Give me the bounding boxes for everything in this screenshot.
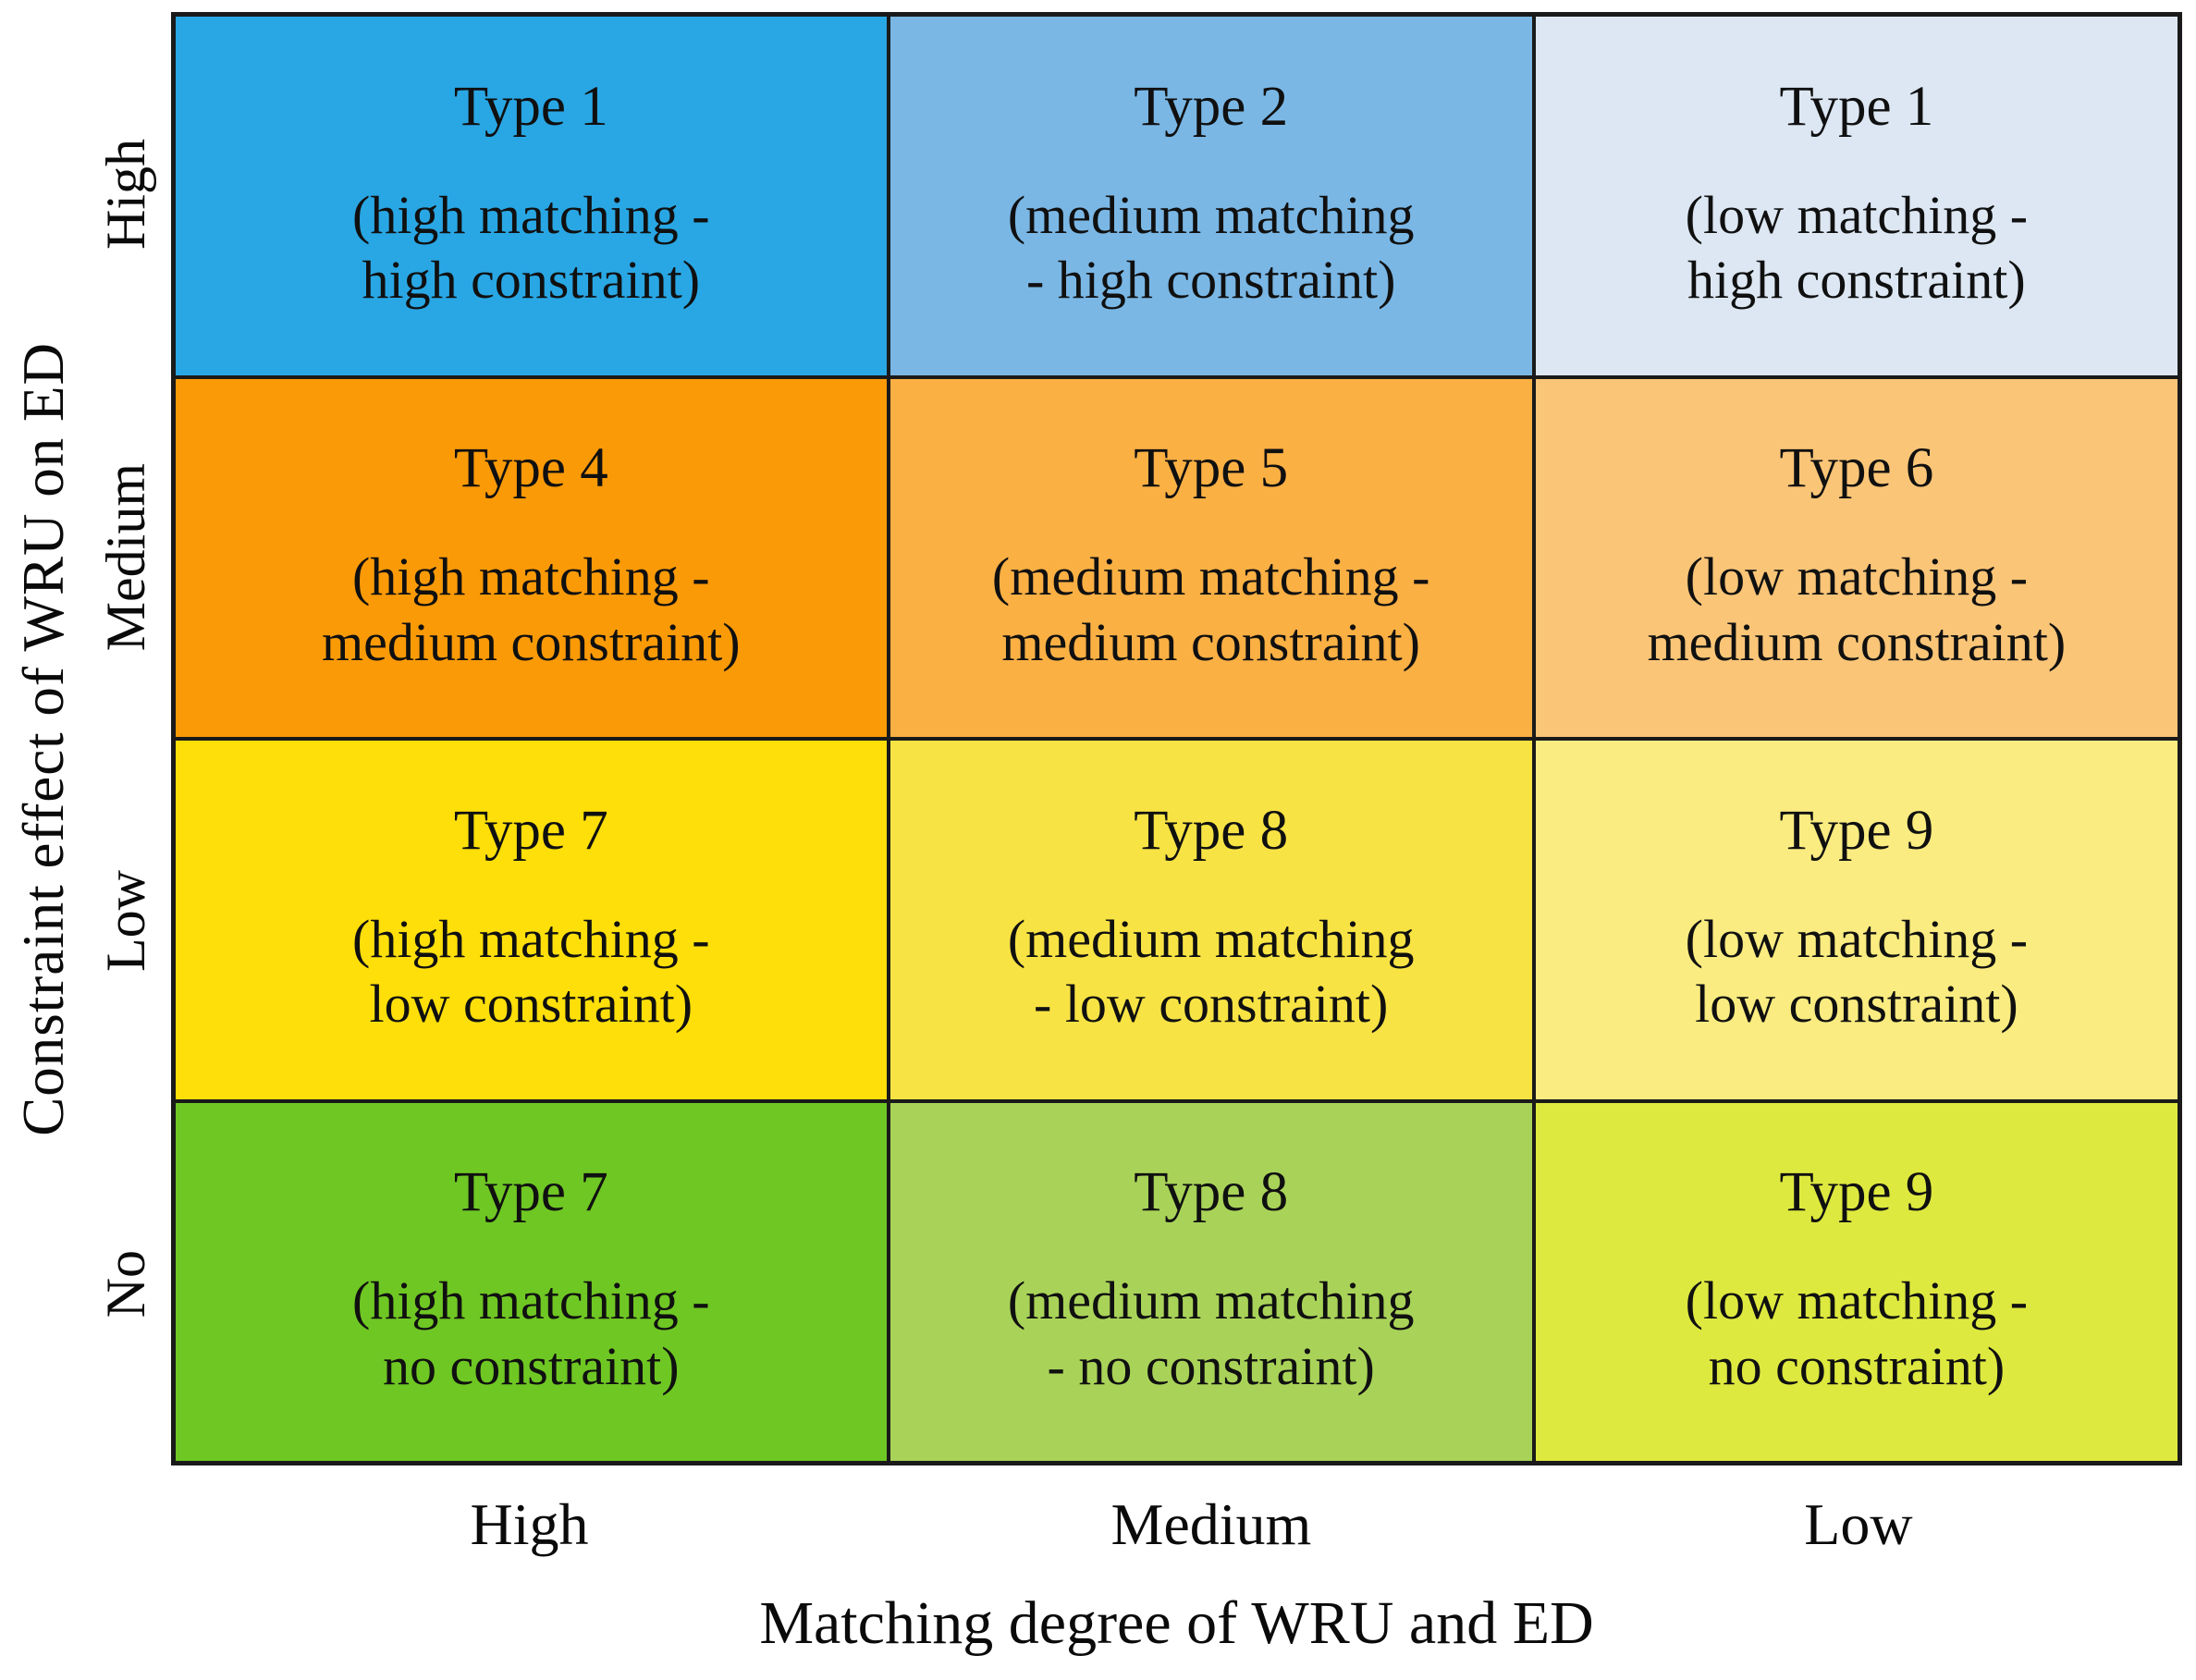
y-axis-title-container: Constraint effect of WRU on ED: [4, 12, 83, 1465]
cell-r2c1: Type 8 (medium matching - low constraint…: [889, 741, 1532, 1099]
cell-type-label: Type 1: [453, 75, 608, 138]
cell-type-label: Type 8: [1134, 1161, 1289, 1223]
row-label-no: No: [94, 1249, 156, 1318]
cell-type-label: Type 2: [1134, 75, 1289, 138]
matrix-grid: Type 1 (high matching - high constraint)…: [171, 12, 2182, 1465]
cell-r2c2: Type 9 (low matching - low constraint): [1535, 741, 2178, 1099]
cell-r3c0: Type 7 (high matching - no constraint): [176, 1102, 887, 1461]
cell-description: (low matching - low constraint): [1685, 908, 2029, 1035]
cell-type-label: Type 9: [1779, 799, 1934, 862]
y-axis-row-labels: High Medium Low No: [85, 12, 166, 1465]
cell-description: (high matching - medium constraint): [321, 546, 741, 672]
row-label-medium: Medium: [94, 462, 156, 652]
cell-description: (medium matching - low constraint): [1007, 908, 1415, 1035]
row-label-high: High: [94, 138, 156, 250]
cell-r3c1: Type 8 (medium matching - no constraint): [889, 1102, 1532, 1461]
cell-type-label: Type 5: [1134, 437, 1289, 499]
cell-description: (high matching - no constraint): [352, 1270, 710, 1396]
cell-type-label: Type 7: [453, 1161, 608, 1223]
col-label-low: Low: [1804, 1491, 1913, 1557]
col-label-high: High: [470, 1491, 589, 1557]
cell-r1c0: Type 4 (high matching - medium constrain…: [176, 378, 887, 737]
cell-r1c2: Type 6 (low matching - medium constraint…: [1535, 378, 2178, 737]
cell-description: (medium matching - medium constraint): [991, 546, 1430, 672]
x-axis-column-labels: High Medium Low: [171, 1490, 2182, 1559]
cell-type-label: Type 1: [1779, 75, 1934, 138]
cell-type-label: Type 9: [1779, 1161, 1934, 1223]
col-label-medium: Medium: [1110, 1491, 1312, 1557]
y-axis-title: Constraint effect of WRU on ED: [10, 341, 76, 1136]
cell-type-label: Type 8: [1134, 799, 1289, 862]
cell-r1c1: Type 5 (medium matching - medium constra…: [889, 378, 1532, 737]
cell-description: (medium matching - no constraint): [1007, 1270, 1415, 1396]
cell-r3c2: Type 9 (low matching - no constraint): [1535, 1102, 2178, 1461]
cell-r0c2: Type 1 (low matching - high constraint): [1535, 17, 2178, 375]
cell-description: (low matching - high constraint): [1685, 184, 2029, 311]
cell-r0c1: Type 2 (medium matching - high constrain…: [889, 17, 1532, 375]
cell-type-label: Type 6: [1779, 437, 1934, 499]
cell-type-label: Type 7: [453, 799, 608, 862]
cell-description: (medium matching - high constraint): [1007, 184, 1415, 311]
cell-type-label: Type 4: [453, 437, 608, 499]
cell-description: (low matching - no constraint): [1685, 1270, 2029, 1396]
cell-description: (high matching - low constraint): [352, 908, 710, 1035]
cell-r2c0: Type 7 (high matching - low constraint): [176, 741, 887, 1099]
cell-description: (low matching - medium constraint): [1647, 546, 2067, 672]
row-label-low: Low: [94, 869, 156, 972]
x-axis-title: Matching degree of WRU and ED: [759, 1589, 1594, 1657]
cell-r0c0: Type 1 (high matching - high constraint): [176, 17, 887, 375]
cell-description: (high matching - high constraint): [352, 184, 710, 311]
